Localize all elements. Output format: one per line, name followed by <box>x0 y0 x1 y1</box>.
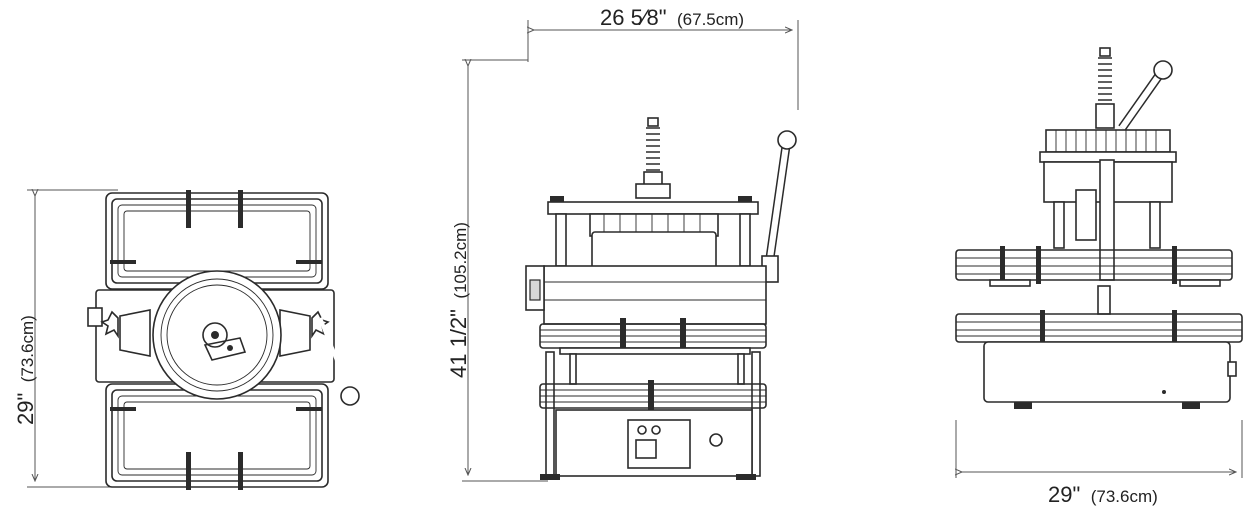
front-upper-frame <box>539 318 767 355</box>
front-handle <box>761 130 797 283</box>
top-frame-lower <box>105 383 329 488</box>
front-lower-frame <box>539 380 767 410</box>
top-dimension-metric: (73.6cm) <box>18 315 37 382</box>
side-dimension-label: 29" (73.6cm) <box>1048 482 1158 507</box>
side-dimension <box>956 420 1243 478</box>
side-base <box>983 341 1237 409</box>
front-view: 26 5⁄8" (67.5cm) 41 1/2" (105.2cm) <box>446 5 799 482</box>
front-width-metric: (67.5cm) <box>677 10 744 29</box>
front-base <box>540 409 756 480</box>
top-view-dimension-label: 29" (73.6cm) <box>13 315 38 425</box>
top-center-body <box>87 270 360 406</box>
front-width-value: 26 5⁄8" <box>600 5 667 30</box>
front-top-plate <box>547 196 759 273</box>
front-height-label: 41 1/2" (105.2cm) <box>446 222 471 378</box>
side-view: 29" (73.6cm) <box>955 47 1243 507</box>
side-lower-frame <box>955 310 1243 346</box>
front-width-dimension <box>528 20 799 110</box>
side-shaft <box>1097 285 1111 315</box>
side-spring <box>1095 47 1173 131</box>
top-dimension-value: 29" <box>13 393 38 425</box>
top-view-dimension <box>27 190 118 488</box>
side-dimension-value: 29" <box>1048 482 1080 507</box>
front-height-metric: (105.2cm) <box>451 222 470 299</box>
front-spring <box>635 117 671 199</box>
front-height-value: 41 1/2" <box>446 309 471 378</box>
side-dimension-metric: (73.6cm) <box>1091 487 1158 506</box>
side-upper-frame <box>955 246 1233 287</box>
side-top-tool <box>1039 129 1177 281</box>
front-width-label: 26 5⁄8" (67.5cm) <box>600 5 744 30</box>
top-clamps <box>110 190 322 490</box>
top-view: 29" (73.6cm) <box>13 190 360 490</box>
front-height-dimension <box>462 60 548 482</box>
front-upper-body <box>525 265 767 325</box>
